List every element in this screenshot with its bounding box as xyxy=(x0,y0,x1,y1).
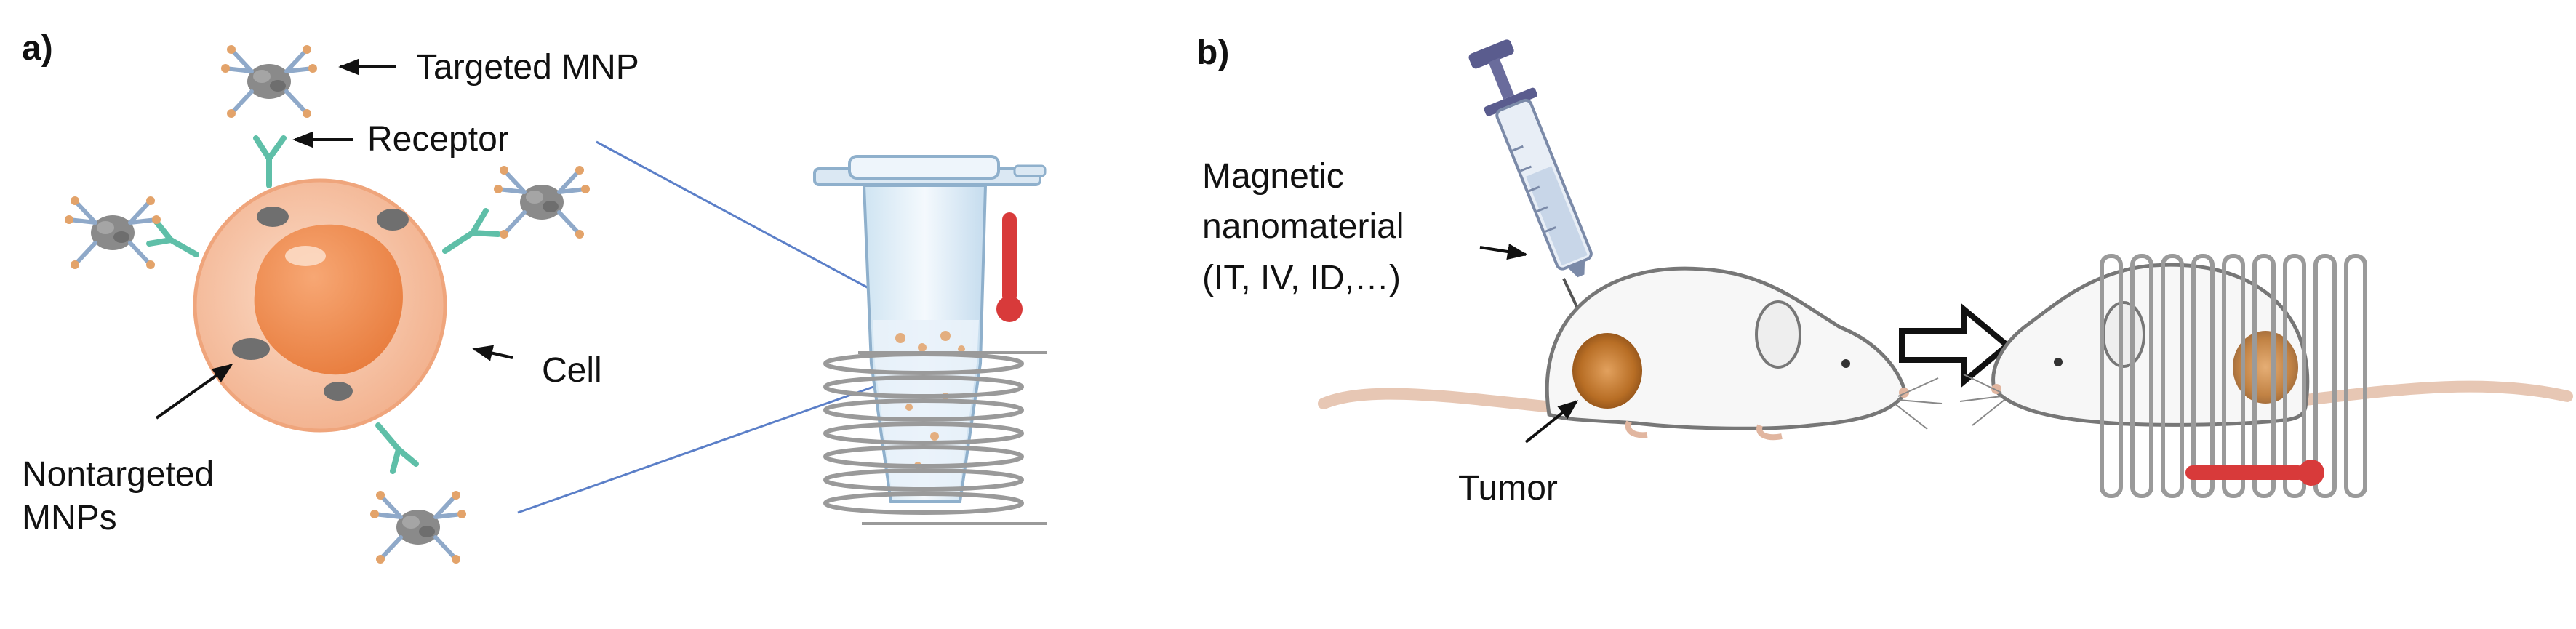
tumor-label: Tumor xyxy=(1458,469,1558,508)
panel-b-label: b) xyxy=(1196,33,1229,72)
targeted-mnp-top xyxy=(221,45,317,118)
targeted-mnp-left xyxy=(65,196,161,269)
tumor xyxy=(1572,333,1642,409)
zoom-leader-bottom xyxy=(517,377,899,514)
panel-a-label: a) xyxy=(22,29,53,68)
nanomaterial-label-line1: Magnetic xyxy=(1202,157,1344,196)
process-arrow-icon xyxy=(1899,303,2012,388)
cell-label: Cell xyxy=(542,351,602,390)
panel-b: b) Magnetic nanomateri xyxy=(1196,33,2573,508)
syringe-icon xyxy=(1468,39,1601,357)
zoom-leader-top xyxy=(596,140,899,305)
nanomaterial-label-line3: (IT, IV, ID,…) xyxy=(1202,259,1401,297)
thermometer-horizontal-icon xyxy=(2185,460,2324,486)
tube-in-coil xyxy=(813,155,1047,525)
mouse-in-coil xyxy=(1959,254,2573,498)
targeted-mnp-label: Targeted MNP xyxy=(416,48,639,87)
nontargeted-label-line1: Nontargeted xyxy=(22,455,214,494)
nanomaterial-label-line2: nanomaterial xyxy=(1202,207,1404,246)
thermometer-icon xyxy=(996,212,1023,322)
targeted-mnp-bottom xyxy=(370,491,466,564)
targeted-mnp-right xyxy=(494,166,590,239)
cell-illustration xyxy=(146,135,501,474)
panel-a: a) Targe xyxy=(22,29,1047,564)
receptor-label: Receptor xyxy=(367,120,509,159)
nontargeted-label-line2: MNPs xyxy=(22,499,117,537)
mouse-with-tumor xyxy=(1318,266,1943,441)
